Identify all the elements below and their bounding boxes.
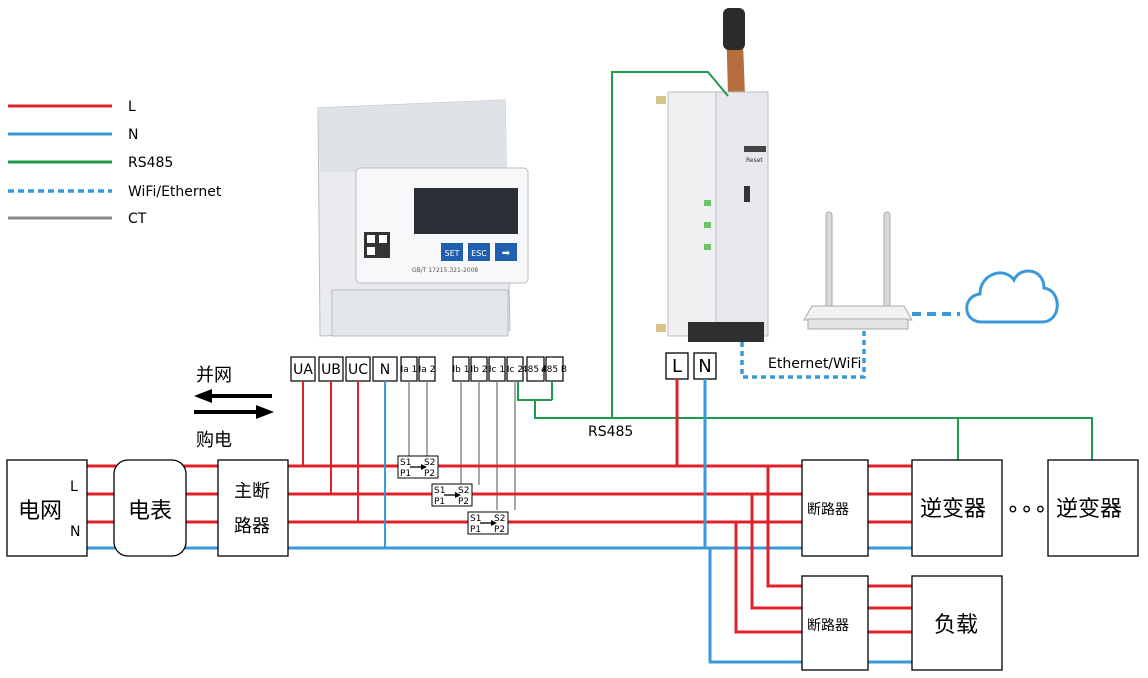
main-breaker-label-1: 主断 [234,481,270,502]
grid-box: 电网 L N [6,459,88,557]
grid-label: 电网 [18,499,62,524]
main-breaker-label-2: 路器 [234,516,270,537]
next-button-label: ➡ [502,248,511,259]
legend-label-wifi: WiFi/Ethernet [128,184,222,200]
import-label: 购电 [196,430,232,451]
svg-text:S1: S1 [434,486,445,496]
svg-text:S1: S1 [470,514,481,524]
legend-label-rs485: RS485 [128,155,173,171]
esc-button [468,243,490,261]
set-button-label: SET [444,249,459,258]
terminal-ib1-label: Ib 1 [453,365,470,375]
terminal-uc-label: UC [348,362,368,378]
ct-sensor-b: S1 S2 P1 P2 [431,483,473,507]
ethernet-wifi-label: Ethernet/WiFi [768,356,861,372]
svg-text:P2: P2 [458,497,469,507]
direction-indicator: 并网 购电 [194,365,274,451]
export-arrow-head [194,389,212,403]
svg-text:P2: P2 [424,469,435,479]
set-button [441,243,463,261]
terminal-ua-label: UA [293,362,313,378]
inverter-ellipsis: ∘∘∘ [1006,497,1047,522]
svg-text:S2: S2 [458,486,469,496]
esc-button-label: ESC [471,249,487,258]
ethernet-wifi-link [740,330,866,379]
terminal-485b-label: 485 B [541,365,567,375]
reset-button [744,146,766,152]
utility-meter-box: 电表 [113,459,187,557]
import-arrow-head [256,405,274,419]
inverter-2-label: 逆变器 [1056,497,1122,522]
load-breaker-box: 断路器 [801,575,869,671]
legend-label-ct: CT [128,211,147,227]
load-box: 负载 [911,575,1003,671]
svg-text:S1: S1 [400,458,411,468]
rs485-bus [517,381,1093,460]
svg-text:S2: S2 [424,458,435,468]
svg-text:P2: P2 [494,525,505,535]
terminal-ub-label: UB [321,362,341,378]
terminal-ub [318,356,344,382]
next-button [495,243,517,261]
inverter-box-2: 逆变器 [1047,459,1139,557]
reset-label: Reset [746,157,763,164]
terminal-ic1-label: Ic 1 [489,365,505,375]
meter-lcd [414,188,518,234]
terminal-485b [545,356,564,382]
inverter-breaker-box: 断路器 [801,459,869,557]
rs485-label: RS485 [588,424,633,440]
svg-text:S2: S2 [494,514,505,524]
smart-meter-device: SET ESC ➡ GB/T 17215.321-2008 [317,99,529,337]
terminal-ia2-label: Ia 2 [419,365,436,375]
data-logger-device: Reset L N [656,8,769,380]
terminal-485a [526,356,545,382]
terminal-n [372,356,398,382]
main-breaker-box: 主断 路器 [217,459,289,557]
export-label: 并网 [196,365,232,386]
inverter-box-1: 逆变器 [911,459,1003,557]
ct-sensor-a: S1 S2 P1 P2 [397,455,439,479]
grid-l-label: L [70,479,78,495]
legend-label-l: L [128,99,136,115]
legend: L N RS485 WiFi/Ethernet CT [8,99,222,227]
ct-sensor-c: S1 S2 P1 P2 [467,511,509,535]
logger-terminal-l-label: L [672,356,682,377]
load-breaker-label: 断路器 [807,618,849,634]
svg-text:P1: P1 [434,497,445,507]
terminal-ib2-label: Ib 2 [471,365,488,375]
rs485-to-logger [611,71,729,418]
router-icon [803,211,913,330]
svg-text:P1: P1 [400,469,411,479]
rs485-wiring [517,71,1093,460]
utility-meter-label: 电表 [128,499,172,524]
terminal-ic2-label: Ic 2 [507,365,523,375]
meter-standard-text: GB/T 17215.321-2008 [412,267,478,274]
ct-wiring [408,381,516,510]
terminal-n-label: N [380,362,390,378]
cloud-icon [965,269,1059,324]
legend-label-n: N [128,127,138,143]
terminal-ia1-label: Ia 1 [401,365,418,375]
load-label: 负载 [934,613,978,638]
inverter-1-label: 逆变器 [920,497,986,522]
logger-terminal-n-label: N [698,356,711,377]
svg-text:P1: P1 [470,525,481,535]
meter-terminal-strip: UA UB UC N Ia 1 Ia 2 Ib 1 Ib 2 Ic 1 Ic 2… [290,356,567,382]
inverter-breaker-label: 断路器 [807,502,849,518]
terminal-485a-label: 485 A [522,365,549,375]
grid-n-label: N [70,524,80,540]
